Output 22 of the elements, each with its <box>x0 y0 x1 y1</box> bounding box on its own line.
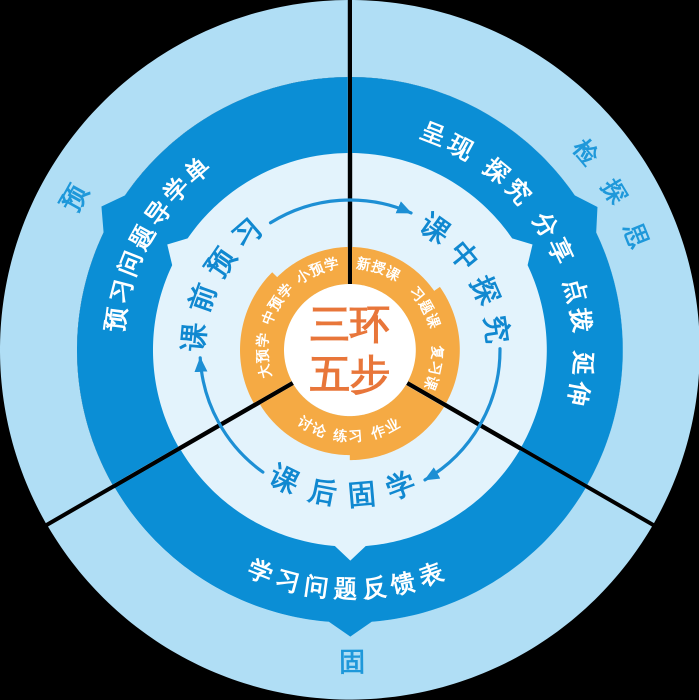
ring-label: 小预学 <box>294 257 340 286</box>
ring-label: 学习问题反馈表 <box>246 557 446 600</box>
ring-label: 中预学 <box>260 282 295 326</box>
ring-label: 点拨 <box>562 277 594 333</box>
ring-label: 呈现 <box>419 120 476 163</box>
ring-label: 练习 <box>333 429 364 444</box>
ring-label: 习题课 <box>408 285 440 330</box>
ring-label: 探究 <box>481 154 535 207</box>
center-title: 三环五步 <box>309 301 391 400</box>
curved-arrow <box>195 356 264 474</box>
ring-label: 固 <box>340 650 366 674</box>
stage-label: 课后固学 <box>267 462 418 509</box>
ring-label: 讨论 <box>296 415 328 440</box>
ring-label: 复习课 <box>422 346 444 392</box>
ring-label: 延伸 <box>566 352 594 406</box>
curved-arrow <box>423 347 502 482</box>
curved-arrow <box>268 198 413 224</box>
ring-label: 作业 <box>370 417 402 441</box>
ring-label: 大预学 <box>256 332 274 379</box>
ring-label: 分享 <box>530 208 576 266</box>
ring-label: 预 <box>58 180 92 214</box>
ring-label: 新授课 <box>356 256 402 283</box>
